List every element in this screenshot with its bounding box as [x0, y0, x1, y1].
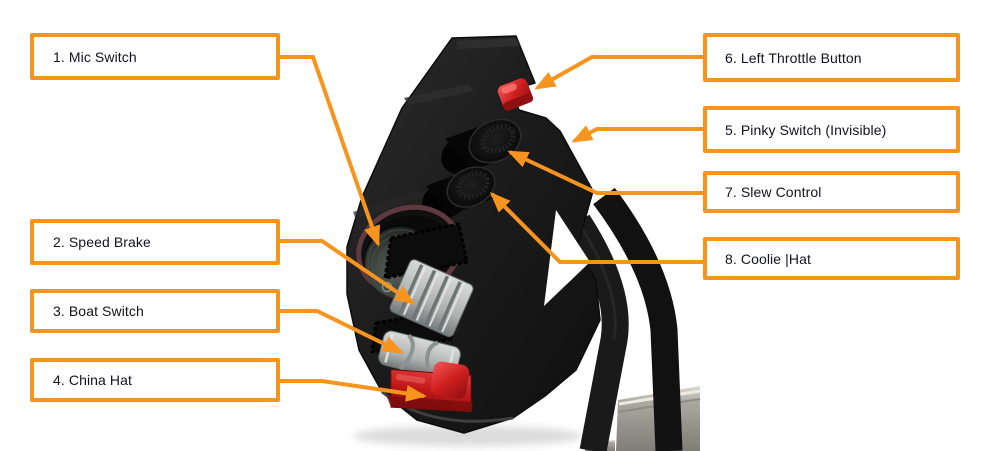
callout-box-left-throttle-button: 6. Left Throttle Button [703, 33, 960, 82]
callout-box-china-hat: 4. China Hat [30, 358, 280, 402]
arrow-china-hat [280, 379, 427, 402]
callout-box-coolie-hat: 8. Coolie |Hat [703, 237, 960, 280]
callout-label: 1. Mic Switch [53, 48, 137, 65]
callout-label: 2. Speed Brake [53, 234, 151, 250]
arrow-left-throttle-button [534, 55, 703, 90]
arrow-slew-control [507, 150, 703, 195]
callout-box-pinky-switch: 5. Pinky Switch (Invisible) [703, 106, 960, 153]
callout-label: 6. Left Throttle Button [725, 49, 862, 66]
callout-box-slew-control: 7. Slew Control [703, 171, 960, 213]
callout-label: 4. China Hat [53, 372, 133, 388]
top-bevel [455, 38, 520, 49]
left-throttle-button [497, 78, 534, 111]
arrow-speed-brake [280, 239, 416, 305]
callout-label: 8. Coolie |Hat [725, 250, 811, 267]
callout-label: 5. Pinky Switch (Invisible) [725, 121, 887, 138]
grip-arm-gap [544, 210, 590, 306]
bevel-stripe-2 [353, 190, 424, 220]
callout-box-speed-brake: 2. Speed Brake [30, 219, 280, 265]
drop-shadow [353, 426, 583, 446]
arrow-pinky-switch [571, 125, 703, 143]
throttle-arms [566, 187, 683, 451]
callout-box-mic-switch: 1. Mic Switch [30, 33, 280, 80]
arrow-boat-switch [280, 309, 404, 354]
arrow-coolie-hat [489, 191, 703, 264]
callout-box-boat-switch: 3. Boat Switch [30, 289, 280, 333]
coolie-hat-knob [422, 166, 496, 220]
callout-label: 3. Boat Switch [53, 303, 144, 319]
bevel-stripe [404, 84, 474, 105]
arrow-mic-switch [280, 55, 380, 247]
callout-label: 7. Slew Control [725, 184, 822, 200]
